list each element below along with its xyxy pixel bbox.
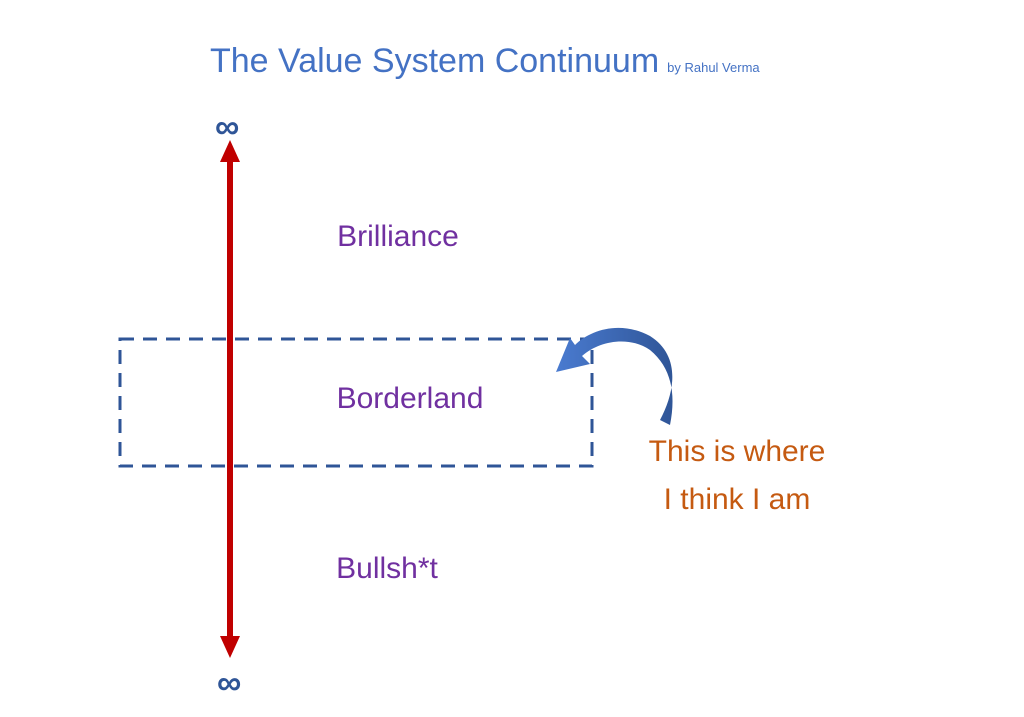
label-bullshit: Bullsh*t [336,552,438,585]
label-borderland: Borderland [336,382,484,415]
borderland-dashed-box [118,337,594,468]
curved-arrow-icon [556,327,673,425]
byline: by Rahul Verma [667,60,760,75]
infinity-top-icon: ∞ [215,108,240,146]
arrowhead-down-icon [220,636,240,658]
note-line-2: I think I am [663,483,811,516]
note-line-1: This is where [648,435,826,468]
arrowhead-up-icon [220,140,240,162]
vertical-double-arrow [220,140,240,658]
infinity-bottom-icon: ∞ [217,664,242,702]
annotation-note: This is where I think I am [649,428,826,524]
label-brilliance: Brilliance [337,220,459,253]
